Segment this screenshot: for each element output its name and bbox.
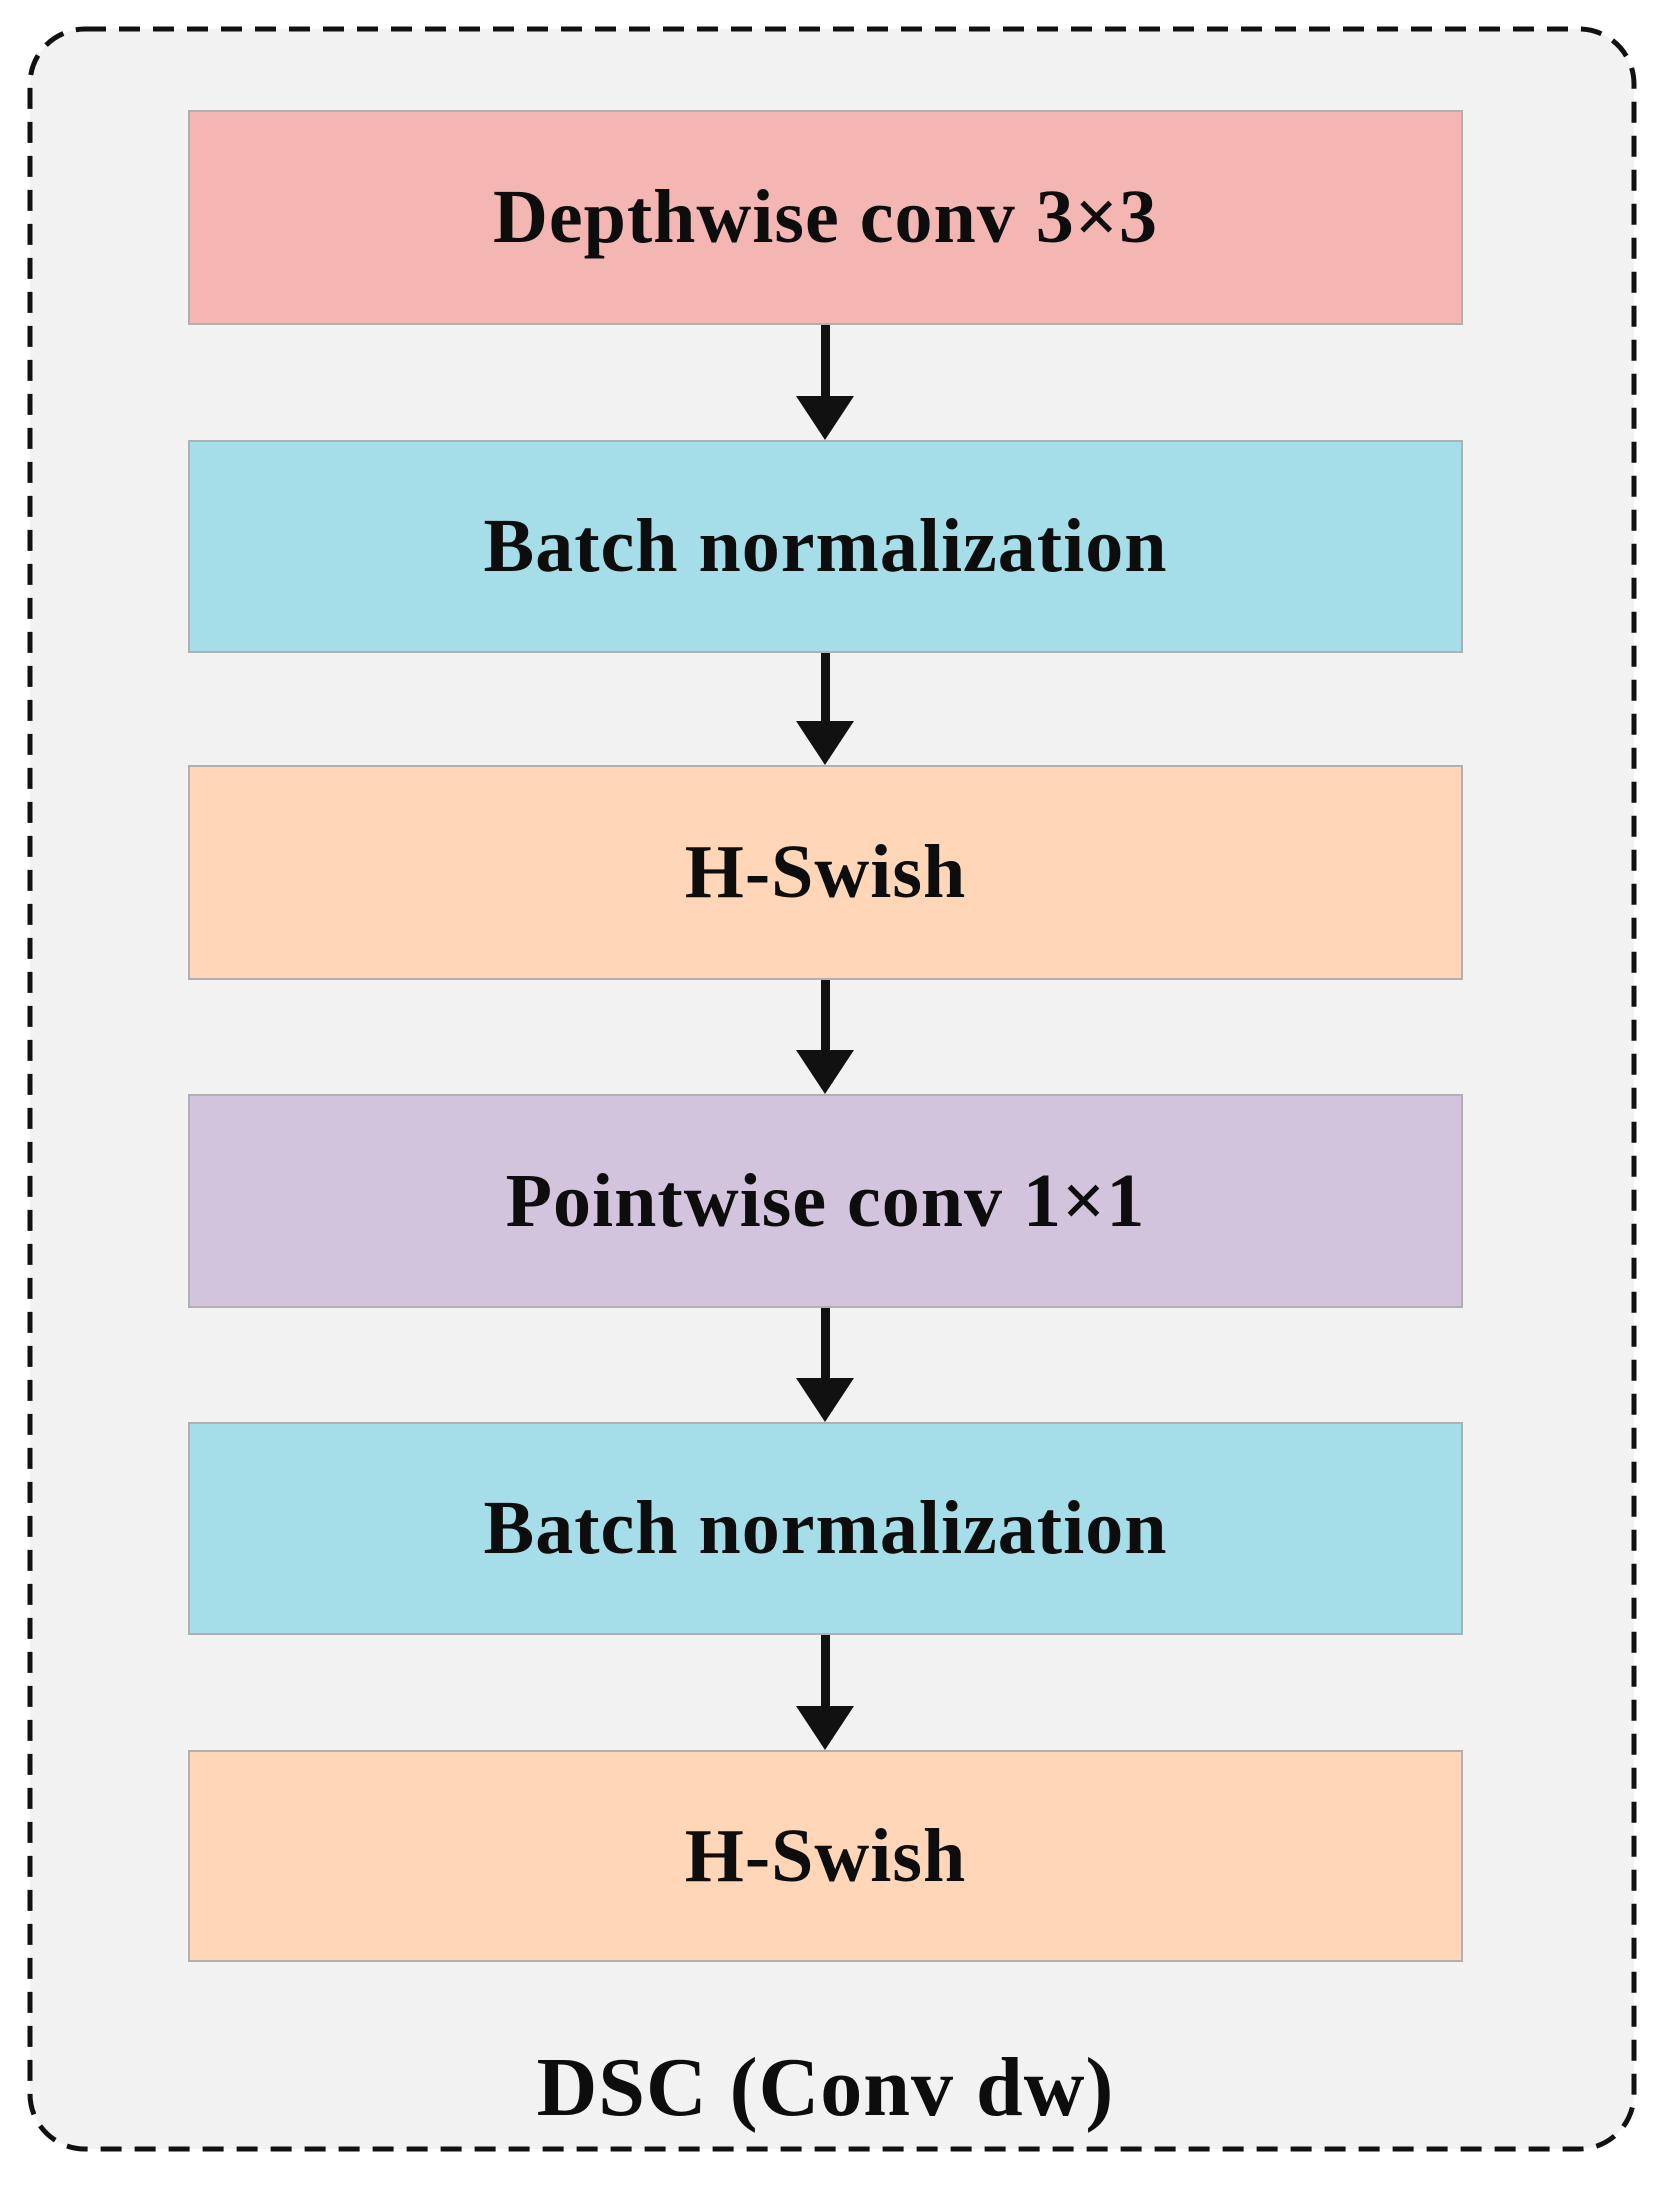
diagram-title: DSC (Conv dw) [536,2041,1115,2134]
node-batch-normalization-2: Batch normalization [188,1422,1463,1635]
node-batch-normalization-1: Batch normalization [188,440,1463,653]
node-pointwise-conv: Pointwise conv 1×1 [188,1094,1463,1308]
node-depthwise-conv: Depthwise conv 3×3 [188,110,1463,325]
arrow-shaft [820,1308,830,1378]
arrow-down-icon [796,980,854,1094]
arrow-head [796,396,854,440]
arrow-shaft [820,653,830,721]
arrow-shaft [820,325,830,396]
node-h-swish-1: H-Swish [188,765,1463,980]
arrow-down-icon [796,325,854,440]
arrow-head [796,1706,854,1750]
arrow-head [796,721,854,765]
arrow-head [796,1050,854,1094]
node-h-swish-2: H-Swish [188,1750,1463,1962]
arrow-shaft [820,1635,830,1706]
arrow-down-icon [796,1308,854,1422]
arrow-down-icon [796,1635,854,1750]
arrow-shaft [820,980,830,1050]
arrow-head [796,1378,854,1422]
arrow-down-icon [796,653,854,765]
